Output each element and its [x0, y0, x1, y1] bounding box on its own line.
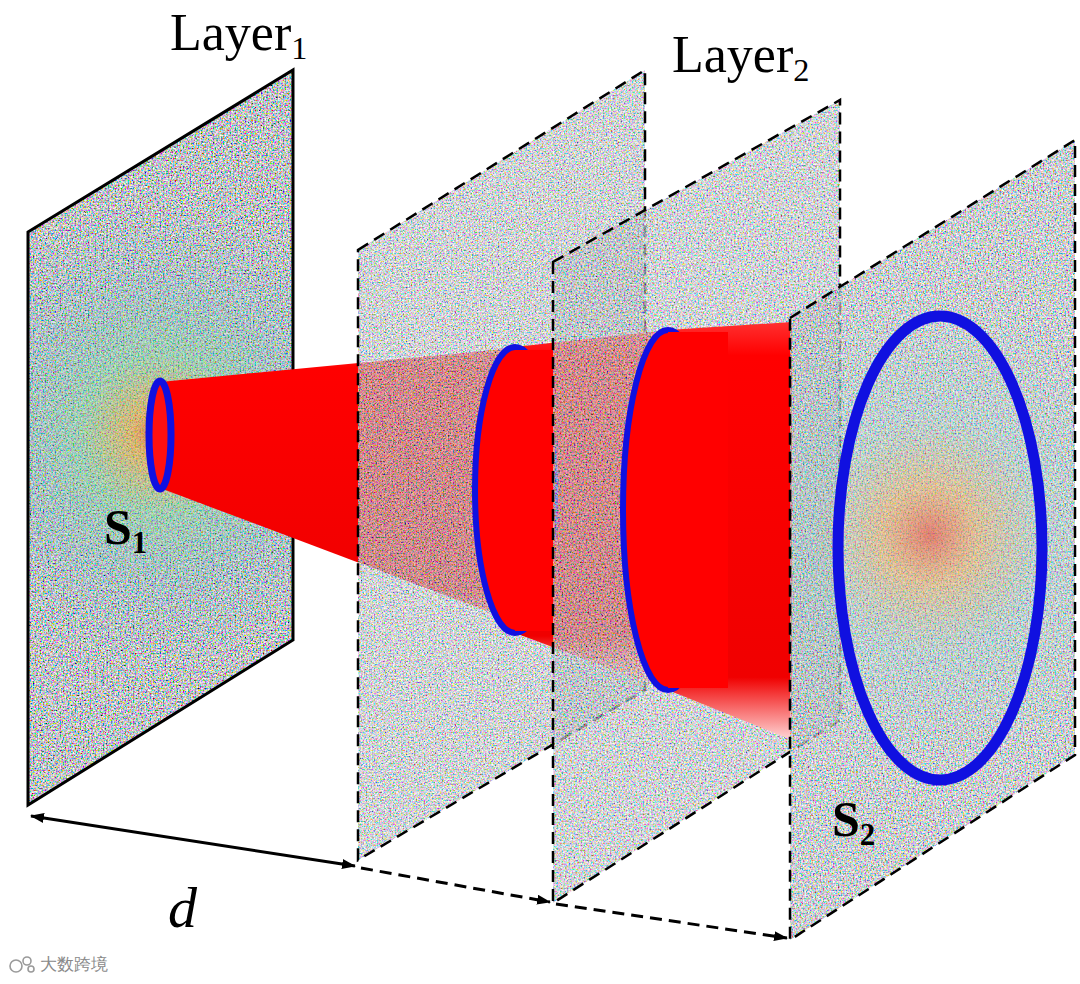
plane-border — [790, 140, 1075, 940]
distance-arrow — [31, 816, 355, 866]
watermark: 大数跨境 — [40, 955, 108, 974]
distance-arrow — [361, 868, 550, 902]
aperture-ring — [149, 381, 171, 489]
beam-cone — [668, 322, 792, 740]
surface-label: S1 — [104, 500, 147, 555]
output-ring — [838, 316, 1042, 780]
beam-ring — [475, 347, 555, 633]
layer-name: Layer1 — [170, 4, 307, 61]
distance-label: d — [168, 876, 197, 940]
beam-cone — [668, 332, 728, 688]
layer-name: Layer2 — [672, 26, 809, 83]
watermark-icon — [10, 957, 34, 972]
distance-arrow — [556, 904, 787, 938]
surface-label: S2 — [832, 792, 875, 847]
beam-cone — [515, 350, 555, 631]
